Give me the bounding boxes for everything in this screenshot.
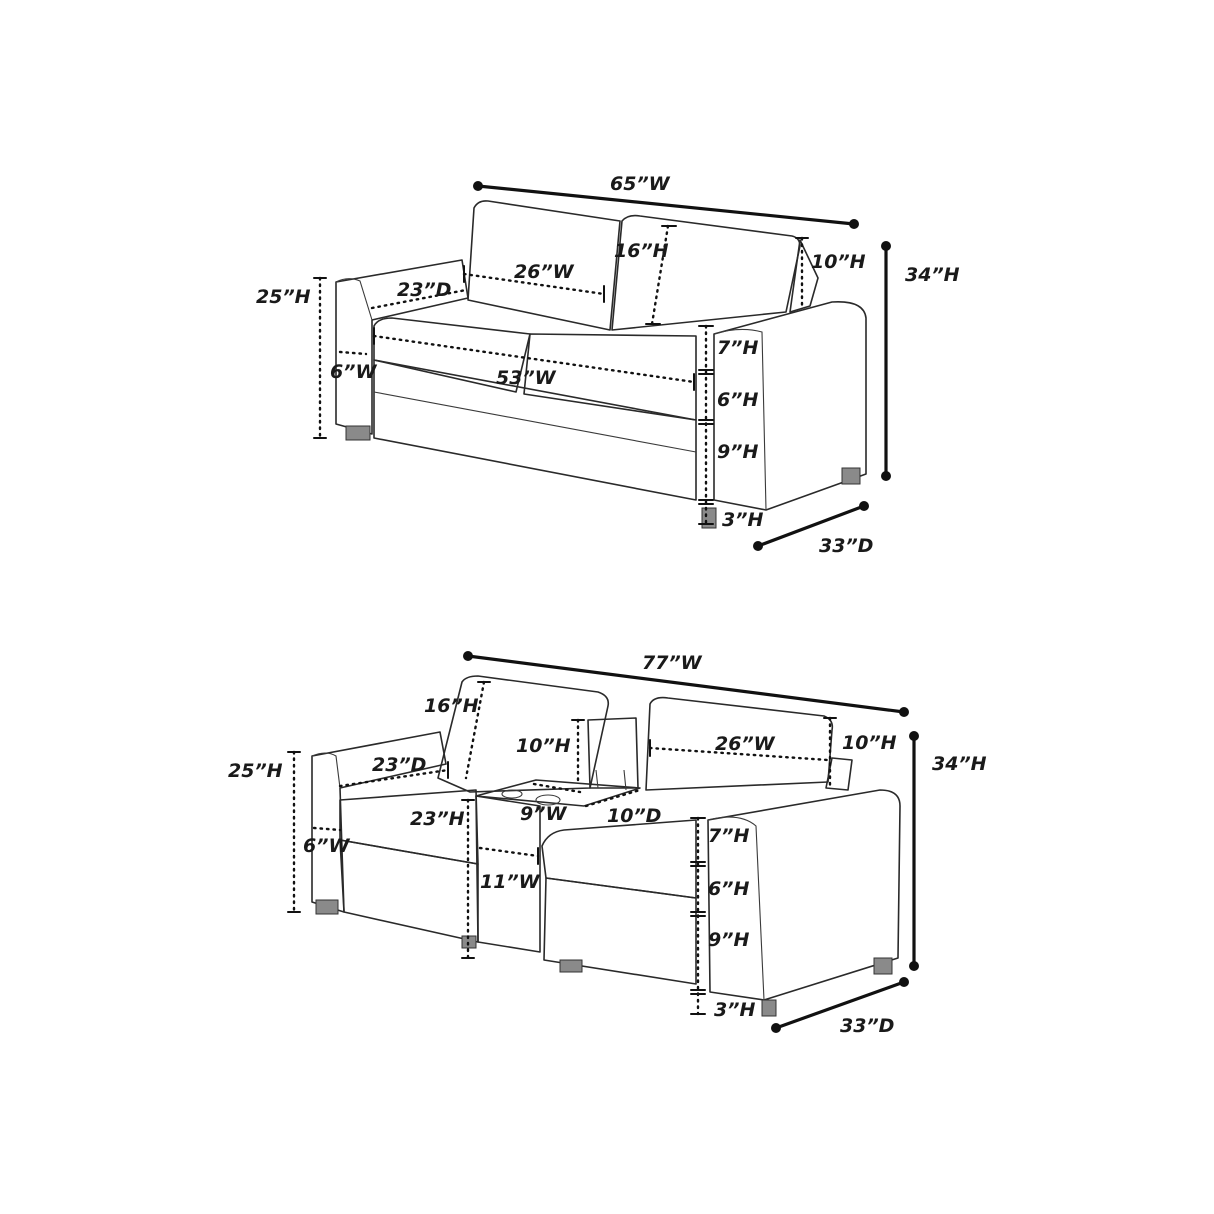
dim-total-depth bbox=[774, 980, 906, 1030]
sofa-drawing bbox=[313, 181, 891, 551]
label-seat-cushion-width: 26”W bbox=[514, 261, 575, 283]
leg bbox=[559, 959, 583, 973]
label-total-height: 34”H bbox=[905, 264, 960, 286]
dim-total-width bbox=[476, 184, 856, 226]
back-cushion-right bbox=[645, 696, 834, 791]
label-total-width: 65”W bbox=[610, 173, 671, 195]
seat-base bbox=[373, 359, 697, 501]
console-lid bbox=[587, 717, 639, 789]
back-cushion-right bbox=[611, 214, 801, 331]
dim-seat-depth bbox=[370, 288, 468, 310]
dim-console-inner-width bbox=[532, 782, 582, 794]
label-headrest-height: 10”H bbox=[842, 732, 897, 754]
label-seat-cushion-height: 7”H bbox=[717, 337, 758, 359]
dim-seat-cushion-width bbox=[462, 272, 606, 296]
dim-console-inner-depth bbox=[584, 788, 642, 808]
cup-holder-icon bbox=[535, 794, 561, 806]
label-back-cushion-height: 16”H bbox=[614, 240, 669, 262]
seat-cushion-right bbox=[541, 819, 697, 899]
right-arm bbox=[707, 789, 901, 1001]
dim-arm-width bbox=[312, 826, 342, 832]
leg bbox=[761, 999, 777, 1017]
headrest bbox=[789, 239, 819, 313]
label-console-inner-width: 9”W bbox=[520, 803, 567, 825]
dim-total-depth bbox=[756, 504, 866, 548]
label-console-inner-depth: 10”D bbox=[607, 805, 661, 827]
label-seat-depth: 23”D bbox=[372, 754, 426, 776]
label-seat-cushion-width: 26”W bbox=[715, 733, 776, 755]
dim-arm-width bbox=[338, 350, 368, 356]
label-seat-width: 53”W bbox=[496, 367, 557, 389]
label-arm-width: 6”W bbox=[303, 835, 350, 857]
back-cushion-left bbox=[437, 675, 610, 793]
label-arm-height: 25”H bbox=[228, 760, 283, 782]
label-headrest-height: 10”H bbox=[811, 251, 866, 273]
label-frame-height: 9”H bbox=[717, 441, 758, 463]
headrest bbox=[825, 757, 853, 791]
label-total-width: 77”W bbox=[642, 652, 703, 674]
label-console-width: 11”W bbox=[480, 871, 541, 893]
console-top bbox=[475, 779, 641, 807]
label-arm-height: 25”H bbox=[256, 286, 311, 308]
label-seat-cushion-height: 7”H bbox=[708, 825, 749, 847]
label-arm-width: 6”W bbox=[330, 361, 377, 383]
dim-console-width bbox=[478, 846, 540, 858]
label-console-lid-height: 10”H bbox=[516, 735, 571, 757]
label-console-height: 23”H bbox=[410, 808, 465, 830]
console-body bbox=[475, 795, 541, 953]
label-back-cushion-height: 16”H bbox=[424, 695, 479, 717]
dim-total-width bbox=[466, 654, 906, 714]
sofa-with-console-drawing bbox=[287, 651, 919, 1033]
label-leg-height: 3”H bbox=[722, 509, 763, 531]
leg bbox=[315, 899, 339, 915]
leg-back-right bbox=[841, 467, 861, 485]
cup-holder-icon bbox=[501, 789, 523, 799]
label-frame-height: 9”H bbox=[708, 929, 749, 951]
seat-base-right bbox=[543, 877, 697, 985]
label-seat-base-height: 6”H bbox=[708, 878, 749, 900]
back-cushion-left bbox=[467, 200, 621, 331]
dim-seat-depth bbox=[338, 768, 450, 788]
right-arm bbox=[713, 301, 867, 511]
seat-cushion-left bbox=[373, 317, 531, 393]
leg bbox=[873, 957, 893, 975]
label-seat-depth: 23”D bbox=[397, 279, 451, 301]
dim-seat-cushion-width bbox=[648, 746, 830, 762]
leg-front-left bbox=[345, 425, 371, 441]
label-total-depth: 33”D bbox=[840, 1015, 894, 1037]
seat-base-left bbox=[339, 839, 479, 943]
label-seat-base-height: 6”H bbox=[717, 389, 758, 411]
label-total-height: 34”H bbox=[932, 753, 987, 775]
dim-seat-width bbox=[372, 334, 696, 384]
label-total-depth: 33”D bbox=[819, 535, 873, 557]
label-leg-height: 3”H bbox=[714, 999, 755, 1021]
